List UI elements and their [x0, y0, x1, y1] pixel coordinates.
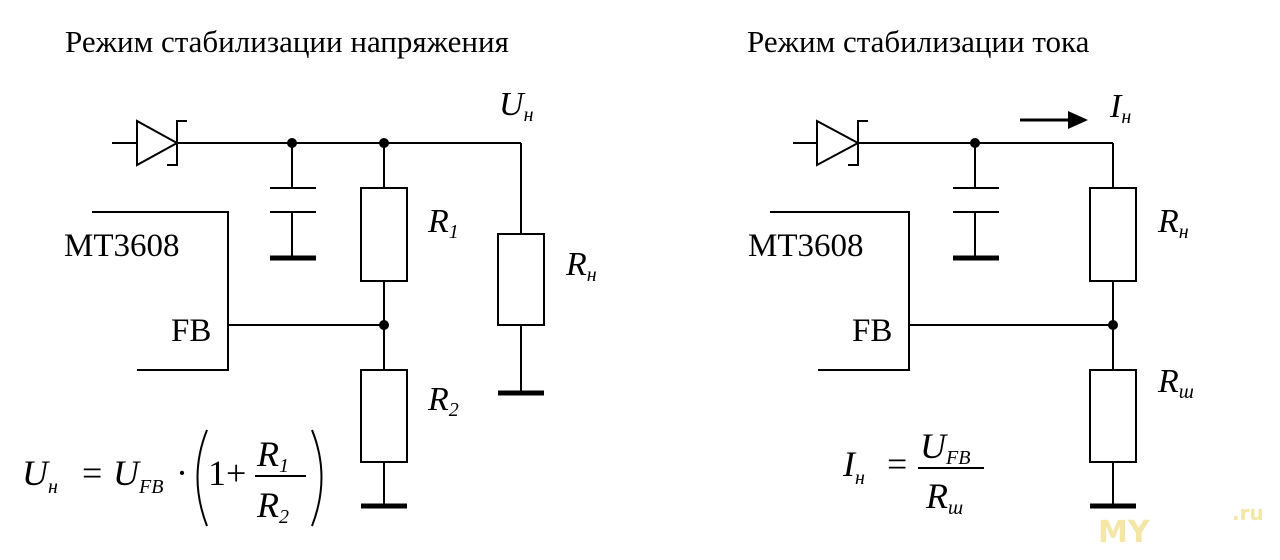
- fb-pin-label-right: FB: [852, 313, 892, 349]
- current-arrow-icon: [1020, 111, 1088, 129]
- ic-box-right: [770, 211, 910, 371]
- svg-text:.ru: .ru: [1232, 501, 1264, 525]
- chip-label-right: MT3608: [748, 228, 864, 264]
- load-resistor-label-left: Rн: [565, 246, 597, 286]
- load-resistor-label-right: Rн: [1157, 203, 1189, 243]
- left-paren: [196, 429, 208, 527]
- svg-text:·: ·: [176, 453, 188, 493]
- svg-text:R1: R1: [256, 434, 289, 477]
- resistor-load-left: [497, 233, 545, 326]
- voltage-formula: Uн = UFB · 1+ R1 R2: [22, 429, 323, 528]
- watermark-logo: MY .ru: [1098, 501, 1264, 550]
- output-voltage-label: Uн: [499, 86, 534, 126]
- svg-text:=: =: [82, 453, 102, 493]
- voltage-circuit: [92, 119, 545, 509]
- load-current-label: Iн: [1109, 88, 1131, 128]
- capacitor-left: [270, 143, 316, 261]
- r2-label: R2: [427, 381, 459, 421]
- current-mode-title: Режим стабилизации тока: [747, 24, 1090, 59]
- svg-text:Uн: Uн: [22, 453, 58, 498]
- resistor-shunt: [1089, 369, 1137, 463]
- svg-text:1+: 1+: [208, 453, 246, 493]
- chip-label-left: MT3608: [64, 228, 180, 264]
- svg-text:Iн: Iн: [842, 444, 865, 489]
- svg-text:R2: R2: [256, 485, 289, 528]
- capacitor-right: [953, 143, 999, 261]
- resistor-load-right: [1089, 187, 1137, 282]
- svg-text:=: =: [887, 444, 907, 484]
- shunt-resistor-label: Rш: [1157, 363, 1194, 403]
- svg-text:Rш: Rш: [925, 476, 963, 519]
- svg-text:UFB: UFB: [113, 453, 163, 498]
- schottky-diode-right: [793, 119, 868, 167]
- svg-text:UFB: UFB: [920, 426, 970, 469]
- current-circuit: [770, 111, 1137, 509]
- voltage-mode-title: Режим стабилизации напряжения: [65, 24, 509, 59]
- schottky-diode-left: [112, 119, 187, 167]
- resistor-r1: [360, 187, 408, 282]
- ic-box-left: [92, 211, 229, 371]
- r1-label: R1: [427, 203, 459, 243]
- resistor-r2: [360, 369, 408, 463]
- current-formula: Iн = UFB Rш: [842, 426, 984, 519]
- fb-pin-label-left: FB: [171, 313, 211, 349]
- svg-text:MY: MY: [1098, 515, 1151, 550]
- right-paren: [311, 429, 323, 527]
